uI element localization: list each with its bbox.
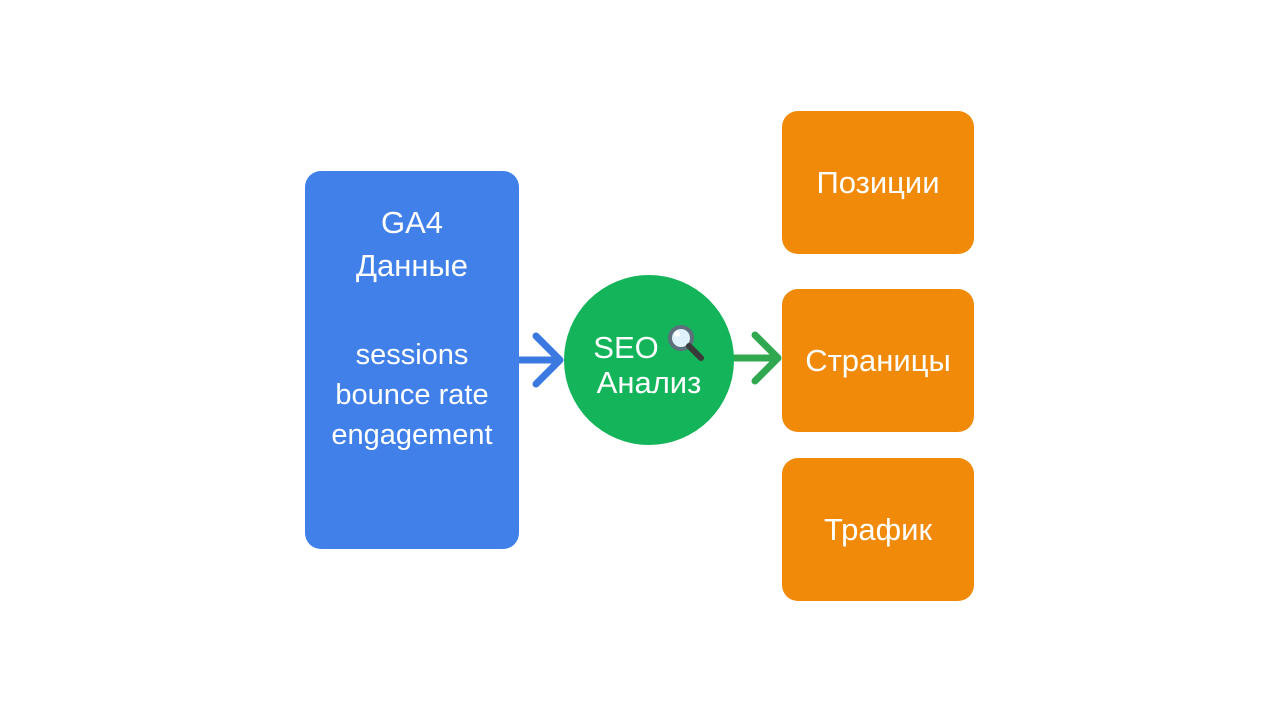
source-title: GA4 xyxy=(380,205,444,240)
output-pages-label: Страницы xyxy=(805,342,951,378)
metric-sessions: sessions xyxy=(355,339,469,371)
arrow-hub-to-outputs xyxy=(730,331,782,385)
output-traffic-box: Трафик xyxy=(782,458,974,601)
arrow-source-to-hub xyxy=(515,332,564,388)
source-ga4-box: GA4 Данные sessions bounce rate engageme… xyxy=(305,171,519,549)
seo-analysis-hub: SEO Анализ xyxy=(564,275,734,445)
metric-engagement: engagement xyxy=(331,419,493,451)
output-positions-label: Позиции xyxy=(816,164,940,200)
source-subtitle: Данные xyxy=(356,248,468,283)
metric-bounce-rate: bounce rate xyxy=(335,379,489,411)
magnifier-icon xyxy=(665,322,705,370)
hub-line-1: SEO xyxy=(564,322,734,370)
output-pages-box: Страницы xyxy=(782,289,974,432)
output-traffic-label: Трафик xyxy=(823,511,933,547)
hub-subtitle: Анализ xyxy=(596,365,702,400)
hub-title: SEO xyxy=(593,330,659,365)
output-positions-box: Позиции xyxy=(782,111,974,254)
